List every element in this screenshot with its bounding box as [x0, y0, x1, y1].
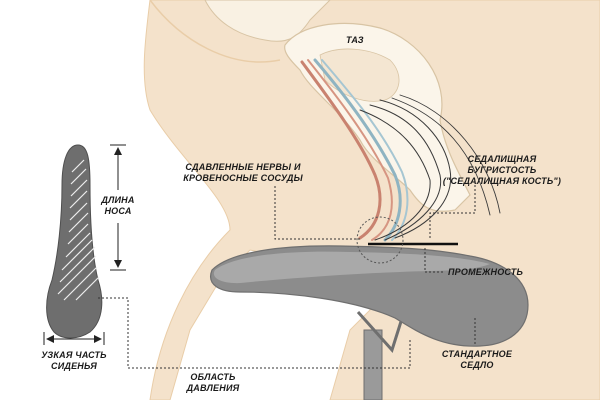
artery [300, 60, 382, 240]
hatch-9 [61, 239, 93, 271]
artery-2 [307, 59, 393, 241]
nerve-1 [379, 99, 452, 239]
vessels-nerves [300, 58, 501, 242]
spine [204, 0, 331, 42]
ischial-leader [429, 185, 476, 238]
perineum-label: ПРОМЕЖНОСТЬ [448, 267, 524, 277]
narrow-seat-line-1: УЗКАЯ ЧАСТЬ [41, 350, 107, 360]
standard-saddle [210, 242, 529, 347]
nose-length-arrow-up [114, 147, 122, 155]
ischial-line-3: ("СЕДАЛИЩНАЯ КОСТЬ") [442, 176, 562, 186]
perineum-leader [424, 248, 444, 273]
nose-length-dimension [110, 144, 126, 271]
saddle-rails [356, 310, 406, 353]
hatch-3 [70, 179, 88, 197]
nose-length-label: ДЛИНА НОСА [98, 195, 138, 217]
seat-width-arrow-right [94, 335, 102, 343]
compressed-nerves-label: СДАВЛЕННЫЕ НЕРВЫ И КРОВЕНОСНЫЕ СОСУДЫ [183, 162, 303, 184]
vein [313, 58, 402, 242]
nerve-2 [369, 104, 442, 241]
vein-2 [321, 59, 409, 241]
narrow-seat-label: УЗКАЯ ЧАСТЬ СИДЕНЬЯ [36, 350, 112, 372]
standard-saddle-label: СТАНДАРТНОЕ СЕДЛО [440, 349, 514, 371]
standard-saddle-line-2: СЕДЛО [460, 360, 494, 370]
narrow-seat-line-2: СИДЕНЬЯ [51, 361, 97, 371]
hatch-10 [59, 246, 96, 283]
ischial-line-1: СЕДАЛИЩНАЯ [467, 154, 537, 164]
compressed-nerves-line-1: СДАВЛЕННЫЕ НЕРВЫ И [185, 162, 301, 172]
saddle-top-view [46, 144, 103, 339]
compressed-nerves-line-2: КРОВЕНОСНЫЕ СОСУДЫ [183, 173, 303, 183]
shoulder-curve [149, 0, 281, 63]
compression-zone-circle [356, 216, 404, 264]
nose-length-line-2: НОСА [104, 206, 132, 216]
leader-lines [98, 185, 476, 369]
hatched-pressure-area [57, 159, 100, 301]
hatch-6 [68, 212, 89, 233]
hatch-13 [75, 276, 100, 301]
seat-width-arrow-left [46, 335, 54, 343]
pressure-line-1: ОБЛАСТЬ [190, 372, 236, 382]
hatch-7 [67, 223, 89, 245]
saddle-top [213, 251, 490, 284]
seat-width-dimension [43, 332, 105, 345]
pressure-leader [98, 297, 411, 369]
pelvis-label: ТАЗ [346, 35, 364, 45]
ischial-tuberosity-label: СЕДАЛИЩНАЯ БУГРИСТОСТЬ ("СЕДАЛИЩНАЯ КОСТ… [432, 154, 572, 187]
nerve-3 [359, 109, 431, 241]
nose-length-line-1: ДЛИНА [101, 195, 135, 205]
ischial-line-2: БУГРИСТОСТЬ [467, 165, 537, 175]
nerve-4 [391, 97, 491, 216]
hatch-11 [57, 255, 97, 295]
nerve-5 [399, 94, 501, 214]
compressed-leader [274, 186, 362, 240]
hatch-4 [69, 190, 88, 209]
hatch-8 [65, 232, 91, 258]
hatch-12 [63, 266, 98, 301]
standard-saddle-line-1: СТАНДАРТНОЕ [441, 349, 513, 359]
pressure-line-2: ДАВЛЕНИЯ [186, 383, 240, 393]
saddle-post [356, 310, 406, 400]
hatch-2 [70, 168, 87, 185]
hatch-5 [69, 202, 88, 221]
nose-length-arrow-down [114, 260, 122, 268]
seat-post [363, 329, 383, 400]
pressure-area-label: ОБЛАСТЬ ДАВЛЕНИЯ [178, 372, 248, 394]
saddle-top-view-shape [46, 144, 103, 339]
hatch-1 [71, 159, 85, 173]
